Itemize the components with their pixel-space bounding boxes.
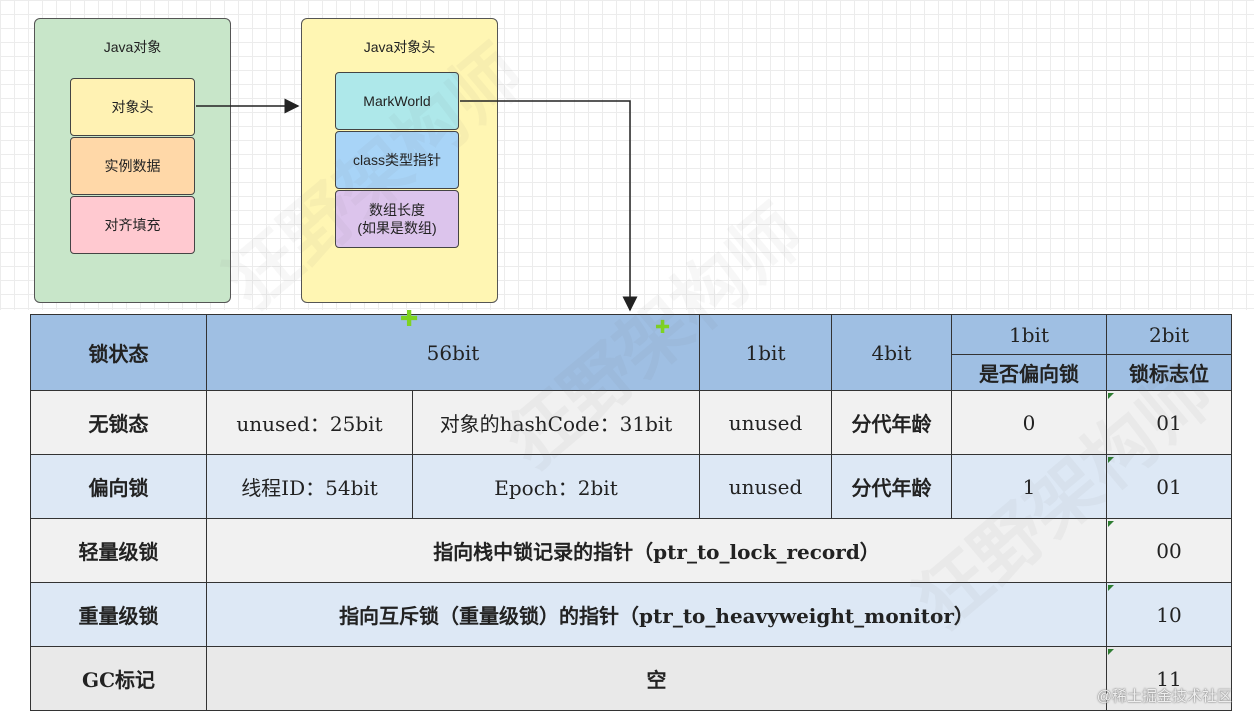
array-length-box: 数组长度 (如果是数组) xyxy=(335,190,459,248)
cell-biased: 0 xyxy=(951,390,1107,455)
site-credit: @稀土掘金技术社区 xyxy=(1096,688,1232,705)
connector-arrows xyxy=(196,98,638,312)
cell-unused-1bit: unused xyxy=(699,454,832,519)
cell-unused-1bit: unused xyxy=(699,390,832,455)
cell-unused-25bit: unused：25bit xyxy=(206,390,413,455)
cell-monitor-pointer: 指向互斥锁（重量级锁）的指针（ptr_to_heavyweight_monito… xyxy=(206,582,1107,647)
class-pointer-box: class类型指针 xyxy=(335,131,459,189)
cell-corner-marker-icon xyxy=(1108,393,1114,399)
header-biased-label: 是否偏向锁 xyxy=(951,354,1107,391)
cell-corner-marker-icon xyxy=(1108,649,1114,655)
row-state: GC标记 xyxy=(30,646,207,711)
object-header-box: 对象头 xyxy=(70,78,195,136)
plus-marker-icon: ✚ xyxy=(655,317,671,337)
padding-box: 对齐填充 xyxy=(70,196,195,254)
cell-biased: 1 xyxy=(951,454,1107,519)
cell-flag: 01 xyxy=(1106,390,1232,455)
cell-corner-marker-icon xyxy=(1108,585,1114,591)
cell-hashcode: 对象的hashCode：31bit xyxy=(412,390,700,455)
header-flag-label: 锁标志位 xyxy=(1106,354,1232,391)
table-row-heavyweight: 重量级锁 指向互斥锁（重量级锁）的指针（ptr_to_heavyweight_m… xyxy=(30,582,1232,647)
cell-empty: 空 xyxy=(206,646,1107,711)
header-56bit: 56bit xyxy=(206,314,700,391)
cell-flag: 00 xyxy=(1106,518,1232,583)
java-object-header-title: Java对象头 xyxy=(363,39,436,55)
row-state: 偏向锁 xyxy=(30,454,207,519)
table-row-unlocked: 无锁态 unused：25bit 对象的hashCode：31bit unuse… xyxy=(30,390,1232,455)
instance-data-box: 实例数据 xyxy=(70,137,195,195)
cell-age: 分代年龄 xyxy=(831,454,952,519)
header-1bit: 1bit xyxy=(699,314,832,391)
plus-marker-icon: ✚ xyxy=(400,306,419,331)
cell-epoch: Epoch：2bit xyxy=(412,454,700,519)
cell-flag: 11 xyxy=(1106,646,1232,711)
header-biased-bits: 1bit xyxy=(951,314,1107,355)
header-lock-state: 锁状态 xyxy=(30,314,207,391)
row-state: 重量级锁 xyxy=(30,582,207,647)
cell-age: 分代年龄 xyxy=(831,390,952,455)
table-row-gc: GC标记 空 11 xyxy=(30,646,1232,711)
row-state: 轻量级锁 xyxy=(30,518,207,583)
header-flag-bits: 2bit xyxy=(1106,314,1232,355)
table-row-biased: 偏向锁 线程ID：54bit Epoch：2bit unused 分代年龄 1 … xyxy=(30,454,1232,519)
cell-lock-record-pointer: 指向栈中锁记录的指针（ptr_to_lock_record） xyxy=(206,518,1107,583)
markword-box: MarkWorld xyxy=(335,72,459,130)
table-header-row-1: 锁状态 56bit 1bit 4bit 1bit 2bit xyxy=(30,314,1232,391)
arrow-markword-to-table xyxy=(460,100,638,312)
array-length-note: (如果是数组) xyxy=(357,220,437,236)
header-4bit: 4bit xyxy=(831,314,952,391)
array-length-label: 数组长度 xyxy=(369,201,425,218)
markword-table: 锁状态 56bit 1bit 4bit 1bit 2bit 是否偏向锁 锁标志位… xyxy=(30,314,1232,711)
row-state: 无锁态 xyxy=(30,390,207,455)
java-object-title: Java对象 xyxy=(103,39,162,55)
cell-flag: 01 xyxy=(1106,454,1232,519)
table-row-lightweight: 轻量级锁 指向栈中锁记录的指针（ptr_to_lock_record） 00 xyxy=(30,518,1232,583)
cell-corner-marker-icon xyxy=(1108,457,1114,463)
cell-thread-id: 线程ID：54bit xyxy=(206,454,413,519)
cell-flag: 10 xyxy=(1106,582,1232,647)
cell-corner-marker-icon xyxy=(1108,521,1114,527)
